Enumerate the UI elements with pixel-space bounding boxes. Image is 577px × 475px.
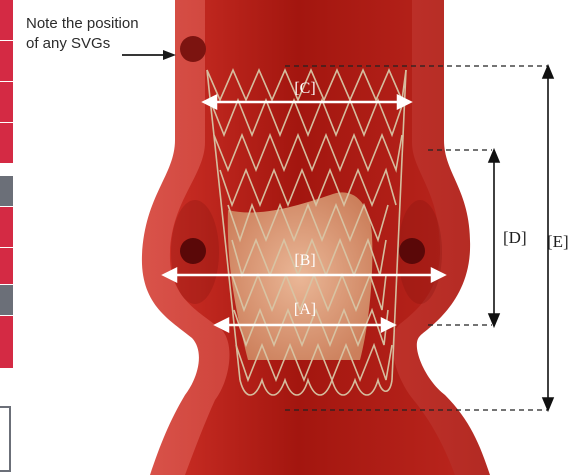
note-line-2: of any SVGs [26,34,139,54]
label-e: [E] [547,232,569,252]
note-line-1: Note the position [26,14,139,34]
label-d: [D] [503,228,527,248]
label-a: [A] [294,301,316,319]
coronary-ostium-left [180,238,206,264]
label-b: [B] [294,252,315,270]
svg-position-note: Note the position of any SVGs [26,14,139,54]
coronary-ostium-right [399,238,425,264]
svg-marker-dot [180,36,206,62]
label-c: [C] [294,80,315,98]
